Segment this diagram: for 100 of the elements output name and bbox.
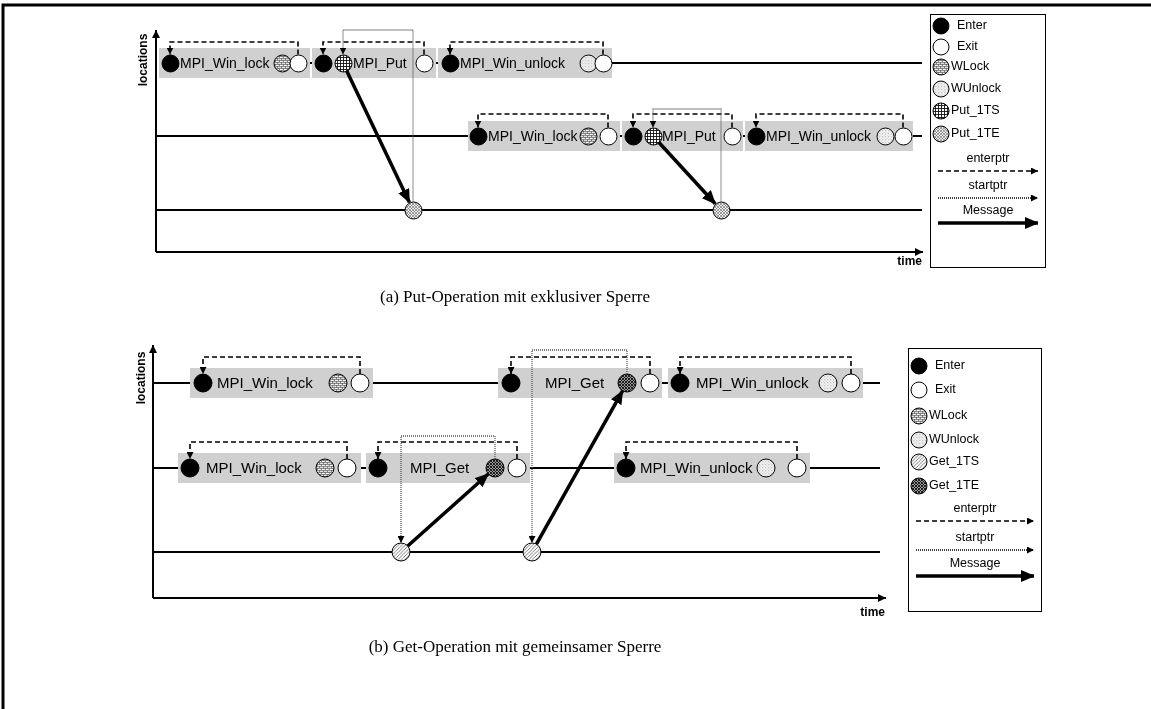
event-marker <box>333 53 353 73</box>
function-region <box>622 121 743 151</box>
dashed-arrow <box>446 41 604 56</box>
region-label: MPI_Win_unlock <box>696 373 809 393</box>
event-marker <box>272 53 292 73</box>
event-marker <box>598 126 618 146</box>
dashed-arrow <box>676 356 852 375</box>
dashed-arrow <box>374 441 518 460</box>
event-marker <box>507 458 527 478</box>
function-region <box>366 453 530 483</box>
event-marker <box>787 458 807 478</box>
function-region <box>498 368 662 398</box>
region-label: MPI_Win_unlock <box>640 458 753 478</box>
event-marker <box>578 53 598 73</box>
thick-arrow <box>534 389 625 545</box>
region-label: MPI_Win_unlock <box>460 54 566 73</box>
legend-label: WLock <box>929 408 968 423</box>
event-marker <box>160 53 180 73</box>
region-label: MPI_Win_unlock <box>766 127 872 146</box>
dashed-arrow <box>319 41 425 56</box>
dotted-arrow <box>528 349 628 544</box>
legend-label: Message <box>962 203 1014 218</box>
dotted-arrow <box>339 29 414 203</box>
region-label: MPI_Put <box>353 54 407 73</box>
legend-label: WLock <box>951 59 990 74</box>
function-region <box>190 368 373 398</box>
event-marker <box>616 458 636 478</box>
event-marker <box>403 200 423 220</box>
legend-label: WUnlock <box>929 432 979 447</box>
event-marker <box>328 373 348 393</box>
legend-label: WUnlock <box>951 81 1001 96</box>
dashed-arrow <box>199 356 361 375</box>
region-label: MPI_Win_lock <box>488 127 578 146</box>
event-marker <box>670 373 690 393</box>
thick-arrow <box>657 141 717 205</box>
function-region <box>178 453 361 483</box>
dashed-arrow <box>752 113 904 129</box>
legend-label: Message <box>949 556 1001 571</box>
event-marker <box>722 126 742 146</box>
function-region <box>312 48 436 78</box>
region-label: MPI_Put <box>662 127 716 146</box>
legend-label: startptr <box>968 178 1008 193</box>
axis-title: time <box>860 605 885 619</box>
legend-label: enterptr <box>953 501 997 516</box>
function-region <box>614 453 810 483</box>
event-marker <box>623 126 643 146</box>
event-marker <box>501 373 521 393</box>
event-marker <box>640 373 660 393</box>
function-region <box>468 121 620 151</box>
function-region <box>159 48 310 78</box>
legend-label: Put_1TE <box>951 126 1000 141</box>
function-region <box>438 48 612 78</box>
caption: (b) Get-Operation mit gemeinsamer Sperre <box>368 637 662 657</box>
event-marker <box>522 542 542 562</box>
legend-label: Get_1TS <box>929 454 980 469</box>
event-marker <box>414 53 434 73</box>
thick-arrow <box>345 69 411 204</box>
event-marker <box>468 126 488 146</box>
axis-title: time <box>897 254 922 268</box>
event-marker <box>578 126 598 146</box>
event-marker <box>593 53 613 73</box>
legend-label: startptr <box>955 530 995 545</box>
event-marker <box>180 458 200 478</box>
event-marker <box>313 53 333 73</box>
dashed-arrow <box>186 441 348 460</box>
region-label: MPI_Get <box>545 373 605 393</box>
event-marker <box>440 53 460 73</box>
legend-label: enterptr <box>966 151 1010 166</box>
event-marker <box>643 126 663 146</box>
legend-label: Exit <box>957 39 978 54</box>
event-marker <box>485 458 505 478</box>
event-marker <box>746 126 766 146</box>
event-marker <box>337 458 357 478</box>
event-marker <box>841 373 861 393</box>
event-marker <box>617 373 637 393</box>
event-marker <box>756 458 776 478</box>
thick-arrow <box>406 472 490 548</box>
legend-label: Enter <box>957 18 987 33</box>
event-marker <box>711 200 731 220</box>
region-label: MPI_Get <box>410 458 470 478</box>
legend-label: Get_1TE <box>929 478 980 493</box>
event-marker <box>315 458 335 478</box>
dashed-arrow <box>629 113 733 129</box>
dashed-arrow <box>507 356 651 375</box>
dashed-arrow <box>622 441 798 460</box>
legend-label: Put_1TS <box>951 103 1000 118</box>
region-label: MPI_Win_lock <box>180 54 270 73</box>
legend-label: Enter <box>935 358 965 373</box>
legend-label: Exit <box>935 382 956 397</box>
event-marker <box>893 126 913 146</box>
event-marker <box>368 458 388 478</box>
function-region <box>668 368 863 398</box>
dashed-arrow <box>474 113 609 129</box>
dashed-arrow <box>166 41 299 56</box>
axis-title: locations <box>134 351 148 405</box>
caption: (a) Put-Operation mit exklusiver Sperre <box>380 287 650 307</box>
axis-title: locations <box>136 33 150 87</box>
dotted-arrow <box>397 435 496 544</box>
region-label: MPI_Win_lock <box>206 458 302 478</box>
region-label: MPI_Win_lock <box>217 373 313 393</box>
